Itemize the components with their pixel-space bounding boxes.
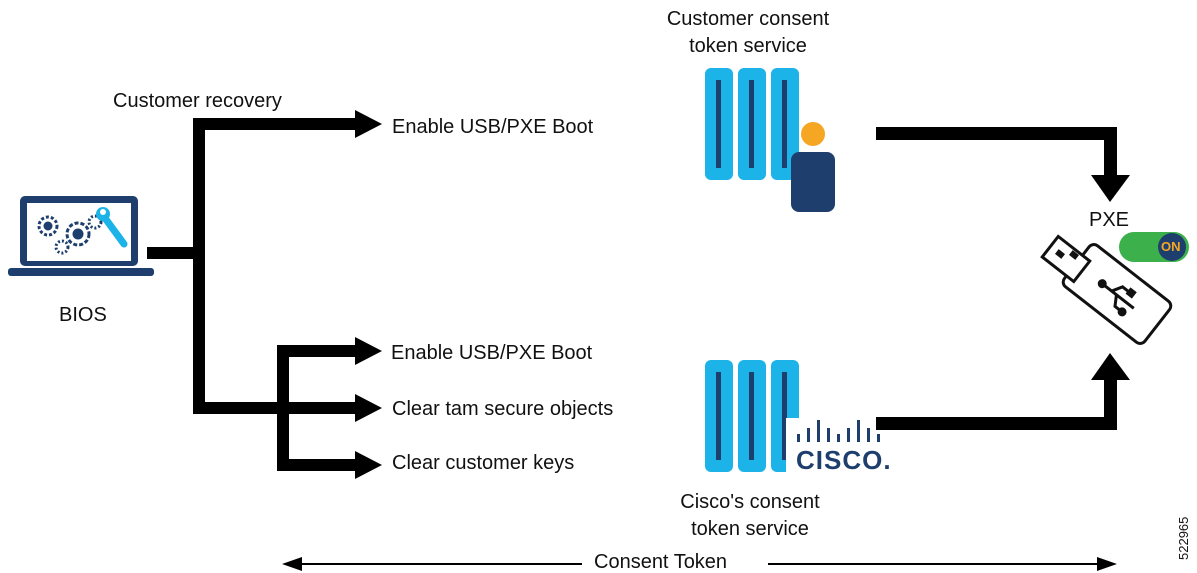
customer-consent-title-line2: token service	[689, 35, 807, 57]
cisco-consent-title-line1: Cisco's consent	[680, 491, 820, 513]
clear-customer-keys: Clear customer keys	[392, 452, 575, 474]
cisco-server-icon	[705, 360, 799, 472]
cisco-logo-text: CISCO.	[796, 445, 892, 475]
bios-tree-lines	[147, 118, 357, 471]
enable-usb-pxe-boot-bottom: Enable USB/PXE Boot	[391, 342, 593, 364]
clear-tam-secure-objects: Clear tam secure objects	[392, 398, 614, 420]
person-icon	[791, 122, 835, 212]
pxe-label: PXE	[1089, 209, 1130, 231]
cisco-logo	[786, 418, 894, 476]
consent-token-arrow	[282, 557, 1117, 571]
customer-consent-title-line1: Customer consent	[666, 8, 830, 30]
usb-symbol-icon	[1097, 279, 1137, 317]
customer-recovery-label: Customer recovery	[113, 90, 282, 112]
wrench-icon	[96, 207, 128, 248]
bios-label: BIOS	[59, 304, 107, 326]
enable-usb-pxe-boot-top: Enable USB/PXE Boot	[392, 116, 594, 138]
toggle-on-label: ON	[1161, 239, 1181, 254]
toggle-switch-icon	[1119, 232, 1189, 262]
server-icon	[705, 68, 799, 180]
figure-id: 522965	[1176, 516, 1191, 560]
gear-icon	[37, 214, 103, 255]
branch-arrowheads	[355, 110, 382, 479]
cisco-consent-title-line2: token service	[691, 518, 809, 540]
customer-to-pxe-arrow	[876, 127, 1130, 202]
cisco-to-pxe-arrow	[876, 353, 1130, 430]
consent-token-label: Consent Token	[594, 551, 728, 573]
